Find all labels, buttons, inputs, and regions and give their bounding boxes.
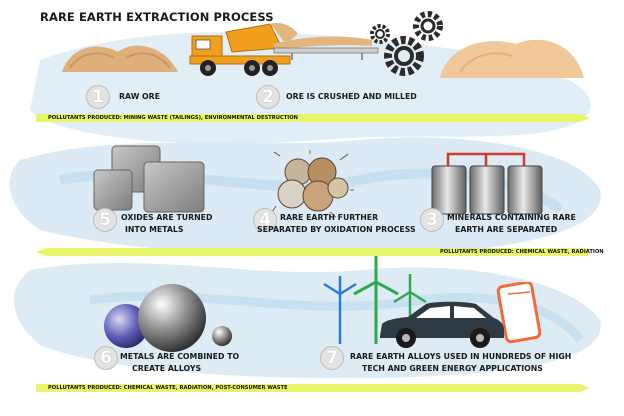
step-6-label-line-2: CREATE ALLOYS <box>132 364 202 373</box>
pollutants-text-3: POLLUTANTS PRODUCED: CHEMICAL WASTE, RAD… <box>48 385 288 391</box>
step-6-number: 6 <box>94 346 118 370</box>
separation-tanks-icon <box>431 152 543 215</box>
step-3-label-line-1: MINERALS CONTAINING RARE <box>447 213 576 222</box>
page-title: RARE EARTH EXTRACTION PROCESS <box>40 10 274 24</box>
metal-oxide-blocks-icon <box>93 145 205 213</box>
pollutants-text-2: POLLUTANTS PRODUCED: CHEMICAL WASTE, RAD… <box>440 249 604 255</box>
step-3-label-line-2: EARTH ARE SEPARATED <box>455 225 558 234</box>
step-2-label: ORE IS CRUSHED AND MILLED <box>286 92 417 101</box>
step-4-label-line-2: SEPARATED BY OXIDATION PROCESS <box>257 225 416 234</box>
step-7-label-line-2: TECH AND GREEN ENERGY APPLICATIONS <box>362 364 543 373</box>
step-3-number: 3 <box>420 208 444 232</box>
step-5-label-line-1: OXIDES ARE TURNED <box>121 213 213 222</box>
step-4-number: 4 <box>253 208 277 232</box>
electric-car-icon <box>380 301 504 348</box>
step-1-label: RAW ORE <box>119 92 160 101</box>
gears-icon <box>370 11 443 76</box>
step-2-number: 2 <box>256 85 280 109</box>
step-4-label-line-1: RARE EARTH FURTHER <box>280 213 379 222</box>
step-7-number: 7 <box>320 346 344 370</box>
step-7-label-line-1: RARE EARTH ALLOYS USED IN HUNDREDS OF HI… <box>350 352 572 361</box>
step-1-number: 1 <box>86 85 110 109</box>
step-6-label-line-1: METALS ARE COMBINED TO <box>120 352 240 361</box>
milled-ore-pile-icon <box>440 39 584 78</box>
oxidized-rare-earth-icon <box>271 150 354 218</box>
raw-ore-pile-icon <box>62 45 178 72</box>
dump-truck-icon <box>189 22 298 76</box>
conveyor-belt-icon <box>273 36 379 60</box>
pollutants-text-1: POLLUTANTS PRODUCED: MINING WASTE (TAILI… <box>48 115 298 121</box>
pollutants-arrow-2: POLLUTANTS PRODUCED: CHEMICAL WASTE, RAD… <box>36 247 604 257</box>
step-5-label-line-2: INTO METALS <box>125 225 184 234</box>
step-5-number: 5 <box>93 208 117 232</box>
pollutants-arrow-1: POLLUTANTS PRODUCED: MINING WASTE (TAILI… <box>36 113 591 123</box>
metal-alloy-spheres-icon <box>104 284 232 352</box>
pollutants-arrow-3: POLLUTANTS PRODUCED: CHEMICAL WASTE, RAD… <box>36 383 591 393</box>
smartphone-icon <box>496 282 542 344</box>
